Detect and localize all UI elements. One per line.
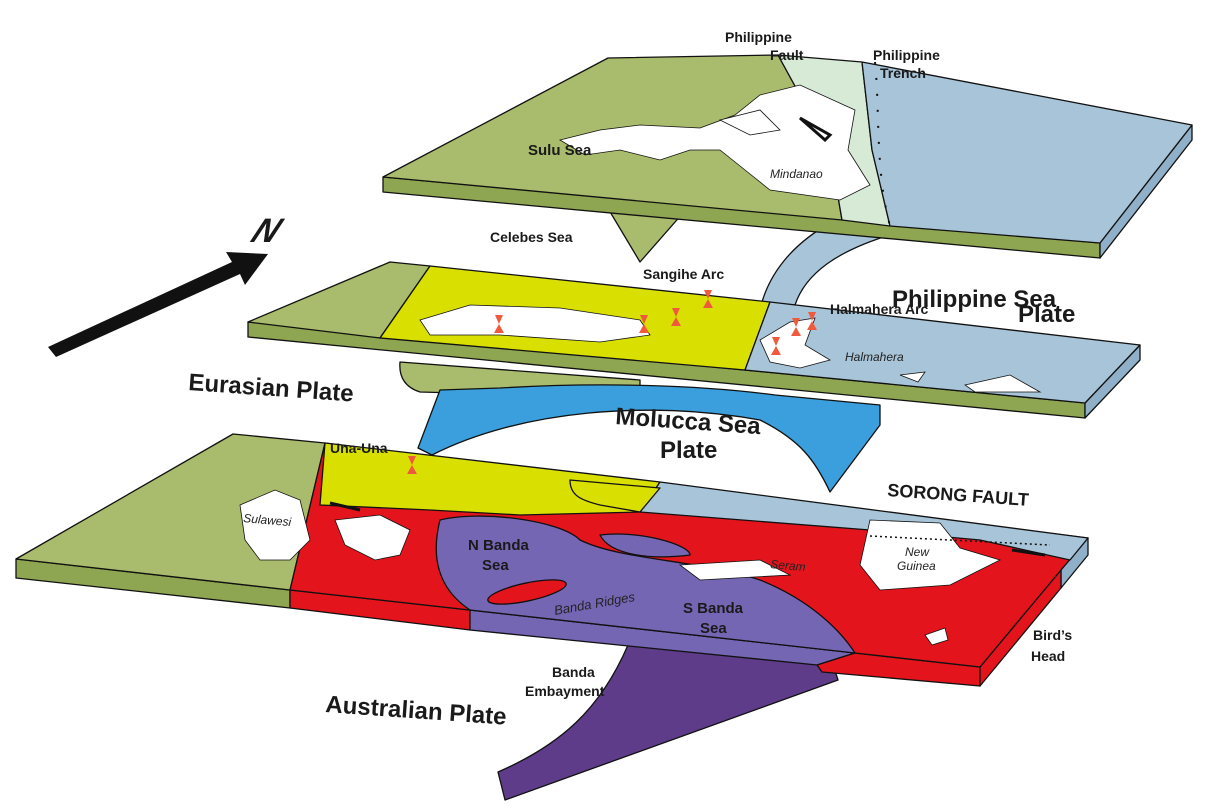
volcano-icon — [771, 337, 781, 355]
seram-label: Seram — [770, 557, 806, 574]
celebes-sea-label: Celebes Sea — [490, 229, 573, 245]
n-banda-sea-label-2: Sea — [482, 557, 509, 574]
philippine-fault-label-1: Philippine — [725, 29, 792, 45]
molucca-sea-plate-label-2: Plate — [660, 437, 717, 464]
north-label: N — [246, 212, 289, 250]
new-guinea-label-2: Guinea — [897, 559, 936, 573]
volcano-icon — [494, 315, 504, 333]
n-banda-sea-label-1: N Banda — [468, 537, 530, 554]
sulu-sea-label: Sulu Sea — [528, 142, 592, 159]
philippine-sea-plate-label-2: Plate — [1018, 301, 1075, 328]
philippine-trench-line — [874, 61, 891, 227]
australian-plate-label: Australian Plate — [325, 691, 508, 731]
birds-head-label-2: Head — [1031, 648, 1065, 664]
bottom-slab — [15, 433, 1089, 687]
sorong-fault-arrow — [1011, 548, 1046, 557]
sulawesi-island — [239, 489, 311, 561]
yellow-lobe — [569, 479, 661, 513]
middle-slab — [247, 261, 1141, 419]
sangihe-islands — [419, 304, 651, 343]
banda-embayment-label-1: Banda — [552, 664, 595, 680]
island — [964, 374, 1042, 393]
birds-head-label-1: Bird’s — [1033, 627, 1072, 643]
north-arrow-shape — [48, 252, 268, 357]
philippine-trench-label-2: Trench — [880, 65, 926, 81]
volcano-icons — [494, 290, 817, 355]
philippine-sea-plate-label-1: Philippine Sea — [892, 286, 1057, 313]
sorong-fault-label: SORONG FAULT — [887, 480, 1030, 510]
s-banda-sea-label-1: S Banda — [683, 600, 744, 617]
s-banda-sea-label-2: Sea — [700, 620, 727, 637]
new-guinea-label-1: New — [905, 545, 930, 559]
volcano-icon — [407, 456, 417, 474]
molucca-sea-plate-slab — [417, 384, 881, 493]
banda-sea-region — [435, 515, 856, 654]
fault-arrow — [329, 501, 361, 512]
philippine-fault-label-2: Fault — [770, 47, 804, 63]
philippine-trench-label-1: Philippine — [873, 47, 940, 63]
banda-basin-small — [599, 533, 691, 558]
philippine-sea-region — [861, 61, 1193, 244]
volcano-icon — [671, 308, 681, 326]
top-slab — [382, 54, 1193, 259]
banda-embayment-label-2: Embayment — [525, 683, 605, 699]
sangihe-arc-label: Sangihe Arc — [643, 266, 724, 282]
una-una-label: Una-Una — [330, 440, 388, 456]
banda-ridges — [487, 579, 567, 605]
island — [718, 109, 781, 136]
eurasian-plate-label: Eurasian Plate — [188, 369, 355, 407]
island — [334, 514, 411, 561]
island — [924, 627, 949, 646]
volcano-icon — [639, 315, 649, 333]
island — [899, 371, 926, 383]
seram-island — [678, 559, 792, 581]
halmahera-arc-label: Halmahera Arc — [830, 301, 929, 317]
mindanao-label: Mindanao — [770, 167, 823, 181]
volcano-icon — [791, 318, 801, 336]
banda-embayment-slab — [497, 644, 839, 801]
fault-arrow — [799, 116, 833, 143]
volcano-icon — [807, 312, 817, 330]
halmahera-label: Halmahera — [845, 350, 904, 364]
mindanao-island — [558, 84, 871, 201]
volcano-icon — [703, 290, 713, 308]
sulawesi-label: Sulawesi — [243, 511, 292, 529]
halmahera-region — [744, 301, 1141, 404]
sorong-fault-line — [869, 535, 1051, 546]
